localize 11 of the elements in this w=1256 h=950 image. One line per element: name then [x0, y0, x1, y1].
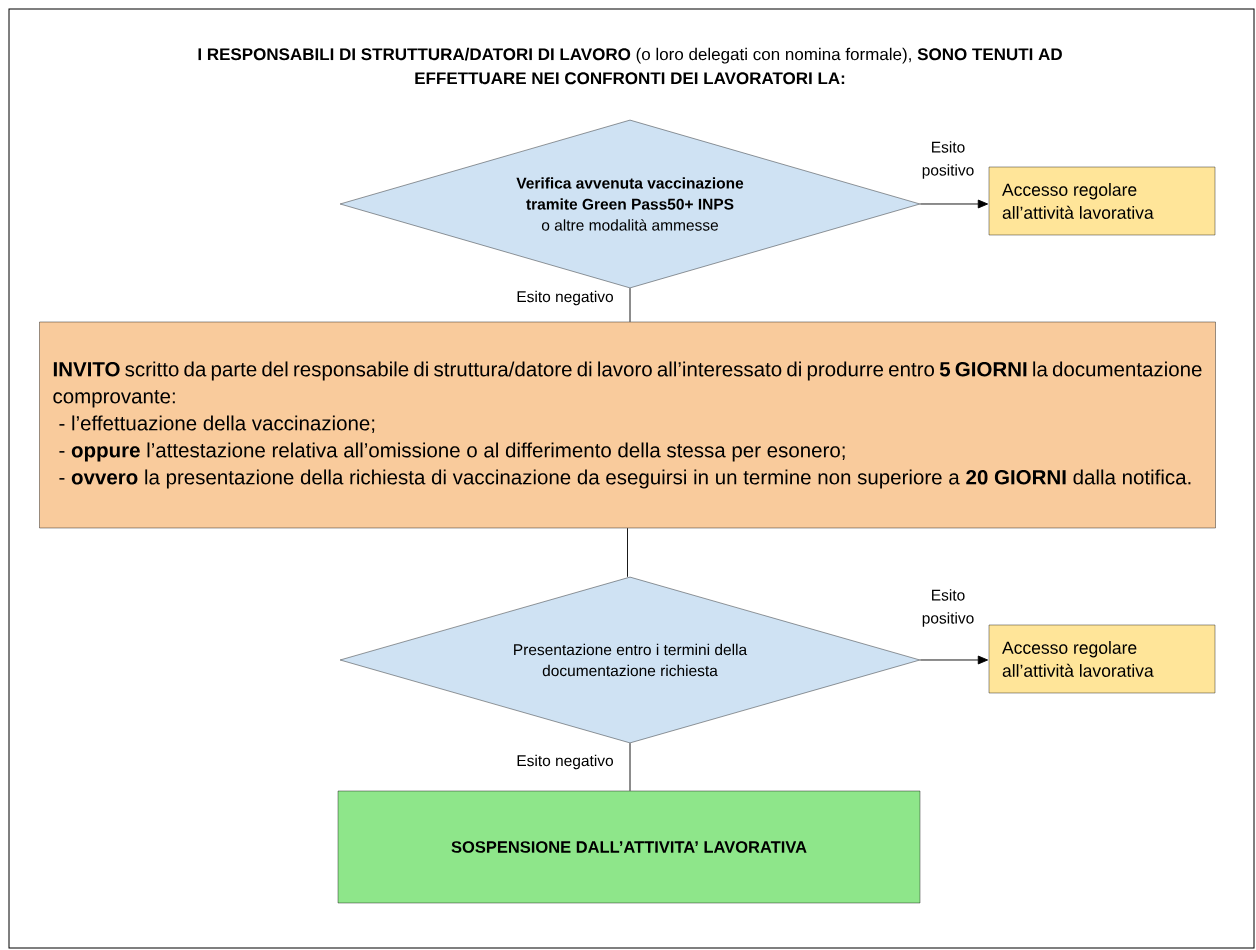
edge-label: Esito positivo [922, 589, 974, 627]
process-box: INVITO scritto da parte del responsabile di struttura/datore di lavoro all’interessato di produrre entro 5 GIORNI la documentazione comprovante: - l’effettuazione della vaccinazione; - oppure l’attestazione relativa all’omissione o al differimento della stessa per esonero; - ovvero la presentazione della richiesta di vaccinazione da eseguirsi in un termine non superiore a 20 GIORNI dalla notifica. [39, 321, 1216, 529]
arrow [919, 655, 989, 665]
heading: I RESPONSABILI DI STRUTTURA/DATORI DI LAVORO (o loro delegati con nomina formale), SONO TENUTI AD EFFETTUARE NEI CONFRONTI DEI LAVORATORI LA: [198, 47, 1062, 85]
edge-label: Esito positivo [922, 141, 974, 179]
edge-label: Esito negativo [517, 290, 613, 306]
end-box: SOSPENSIONE DALL’ATTIVITA’ LAVORATIVA [337, 790, 921, 904]
outcome-box: Accesso regolare all’attività lavorativa [988, 624, 1216, 694]
edge-label: Esito negativo [517, 754, 613, 770]
arrow [919, 199, 989, 209]
outcome-box: Accesso regolare all’attività lavorativa [988, 166, 1216, 236]
